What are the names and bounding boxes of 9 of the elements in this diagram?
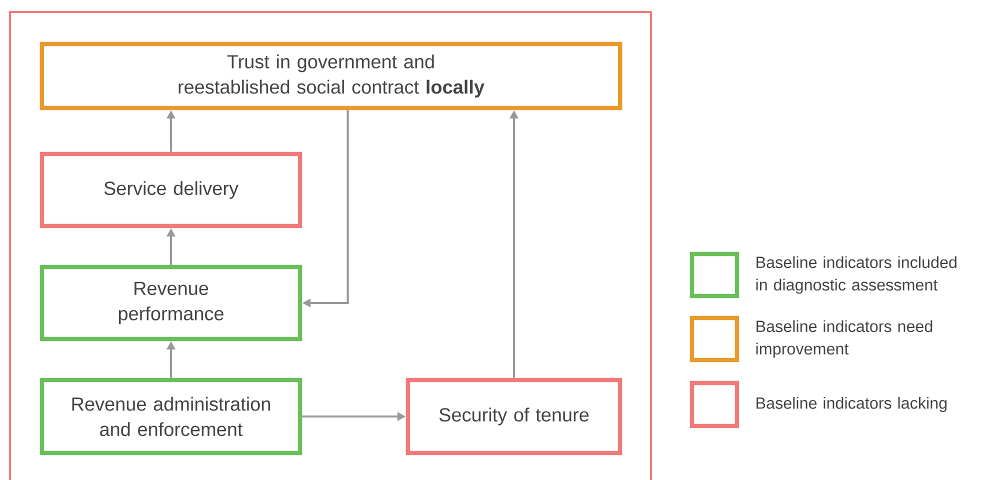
indicator-box: Revenue administration and enforcement: [40, 378, 302, 456]
legend-text: Baseline indicators lacking: [756, 396, 947, 412]
frame-box: [8, 10, 652, 480]
legend-text: Baseline indicators included in diagnostic assessment: [756, 256, 956, 294]
indicator-box: Service delivery: [40, 152, 302, 228]
indicator-box: Security of tenure: [406, 378, 622, 456]
indicator-box: Trust in government and reestablished social contract locally: [40, 42, 622, 110]
legend-text: Baseline indicators need improvement: [756, 320, 932, 358]
indicator-box: Revenue performance: [40, 264, 302, 342]
